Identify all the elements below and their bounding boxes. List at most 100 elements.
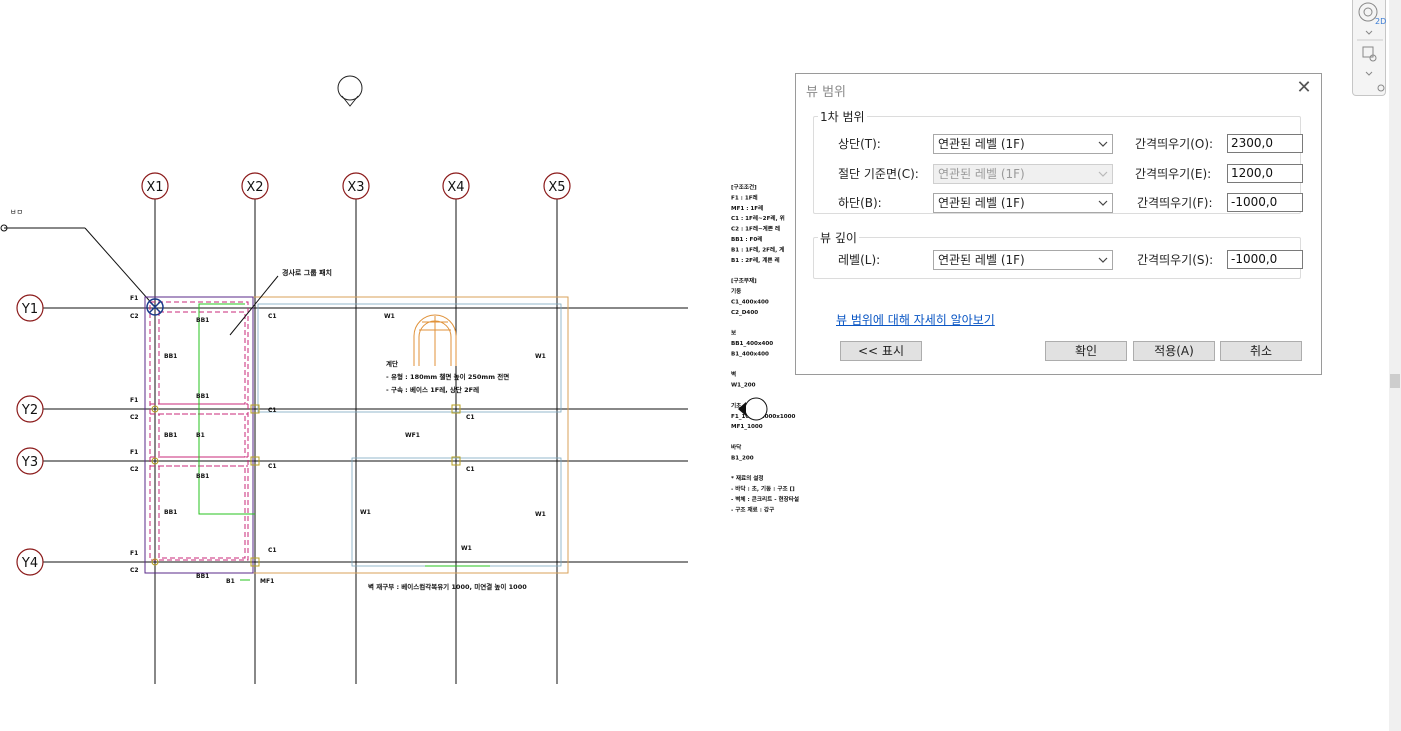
show-button[interactable]: << 표시 xyxy=(840,341,922,361)
svg-text:X4: X4 xyxy=(447,180,464,195)
column-markers[interactable] xyxy=(151,404,461,567)
grid-bubble-y3[interactable]: Y3 xyxy=(16,447,44,475)
svg-text:BB1: BB1 xyxy=(196,473,209,480)
svg-text:W1: W1 xyxy=(360,509,371,516)
view-marker[interactable] xyxy=(337,75,363,107)
side-note-line: * 재료의 설정 xyxy=(731,474,764,482)
side-note-line: MF1_1000 xyxy=(731,424,763,430)
depth-level-select[interactable]: 연관된 레벨 (1F) xyxy=(933,250,1113,270)
svg-text:WF1: WF1 xyxy=(405,432,420,439)
svg-text:ㅂㅁ: ㅂㅁ xyxy=(10,208,23,216)
grid-bubble-y4[interactable]: Y4 xyxy=(16,548,44,576)
depth-offset-input[interactable]: -1000,0 xyxy=(1227,250,1303,269)
primary-range-legend: 1차 범위 xyxy=(818,108,867,125)
vertical-scrollbar[interactable] xyxy=(1389,0,1401,731)
grid-bubble-y2[interactable]: Y2 xyxy=(16,395,44,423)
bottom-offset-input[interactable]: -1000,0 xyxy=(1227,193,1303,212)
dialog-title: 뷰 범위 xyxy=(806,85,847,100)
svg-text:B1: B1 xyxy=(196,432,205,439)
grid-bubble-x1[interactable]: X1 xyxy=(141,172,169,200)
svg-text:F1: F1 xyxy=(130,449,138,456)
cancel-button[interactable]: 취소 xyxy=(1220,341,1302,361)
side-note-line: - 바닥 : 초, 기둥 : 구조 [] xyxy=(731,485,795,493)
side-note-line: MF1 : 1F레 xyxy=(731,204,763,212)
side-note-line: 보 xyxy=(731,330,736,337)
ok-button[interactable]: 확인 xyxy=(1045,341,1127,361)
side-note-line: C2 : 1F레~계쁜 레 xyxy=(731,225,780,233)
view-depth-legend: 뷰 깊이 xyxy=(818,229,859,246)
view-range-dialog: 뷰 범위 ✕ 1차 범위 상단(T): 연관된 레벨 (1F) 간격띄우기(O)… xyxy=(795,73,1322,375)
learn-more-link[interactable]: 뷰 범위에 대해 자세히 알아보기 xyxy=(836,313,995,327)
grid-bubble-x5[interactable]: X5 xyxy=(543,172,571,200)
steering-wheel-icon[interactable]: 2D xyxy=(1353,0,1387,96)
svg-text:벽 재구부 : 베이스컴각복유기 1000, 미연결 높이: 벽 재구부 : 베이스컴각복유기 1000, 미연결 높이 1000 xyxy=(368,582,527,591)
svg-text:W1: W1 xyxy=(535,353,546,360)
grid-bubble-x3[interactable]: X3 xyxy=(342,172,370,200)
side-note-line: F1 : 1F레 xyxy=(731,193,758,201)
svg-text:X2: X2 xyxy=(246,180,263,195)
cut-offset-label: 간격띄우기(E): xyxy=(1135,167,1212,181)
svg-text:C2: C2 xyxy=(130,567,139,574)
section-marker-icon[interactable] xyxy=(146,298,164,316)
svg-text:W1: W1 xyxy=(535,511,546,518)
bottom-label: 하단(B): xyxy=(838,196,882,210)
side-note-line: B1 : 1F레, 2F레, 계 xyxy=(731,245,784,253)
svg-text:BB1: BB1 xyxy=(164,353,177,360)
close-icon[interactable]: ✕ xyxy=(1296,77,1312,98)
bottom-level-select[interactable]: 연관된 레벨 (1F) xyxy=(933,193,1113,213)
top-offset-input[interactable]: 2300,0 xyxy=(1227,134,1303,153)
side-note-line: C1 : 1F레~2F레, 위 xyxy=(731,214,785,222)
cut-plane-select: 연관된 레벨 (1F) xyxy=(933,164,1113,184)
section-leader: ㅂㅁ xyxy=(0,208,156,308)
svg-text:- 구속 : 베이스 1F레, 상단 2F레: - 구속 : 베이스 1F레, 상단 2F레 xyxy=(386,385,479,394)
top-offset-label: 간격띄우기(O): xyxy=(1135,137,1214,151)
svg-text:Y4: Y4 xyxy=(21,556,38,571)
chevron-down-icon xyxy=(1098,257,1108,263)
side-note-line: C1_400x400 xyxy=(731,299,769,305)
annotation-leader: 경사로 그룹 패치 xyxy=(229,268,332,336)
depth-level-value: 연관된 레벨 (1F) xyxy=(938,253,1025,267)
side-note-line: C2_D400 xyxy=(731,310,758,316)
depth-offset-label: 간격띄우기(S): xyxy=(1137,253,1214,267)
apply-button[interactable]: 적용(A) xyxy=(1133,341,1215,361)
svg-text:BB1: BB1 xyxy=(164,509,177,516)
grid-bubble-x4[interactable]: X4 xyxy=(442,172,470,200)
top-level-select[interactable]: 연관된 레벨 (1F) xyxy=(933,134,1113,154)
side-note-line: [구조부재] xyxy=(731,277,757,285)
side-note-line: - 벽체 : 콘크리트 - 현장타설 xyxy=(731,495,799,503)
svg-text:C2: C2 xyxy=(130,414,139,421)
stair-element[interactable] xyxy=(413,314,457,366)
side-note-line: W1_200 xyxy=(731,383,756,389)
ramp-outline[interactable] xyxy=(198,303,490,581)
side-note-line: [구조조건] xyxy=(731,183,757,191)
svg-text:Y2: Y2 xyxy=(21,403,38,418)
svg-text:X1: X1 xyxy=(146,180,163,195)
scrollbar-thumb[interactable] xyxy=(1390,374,1400,388)
grid-bubble-y1[interactable]: Y1 xyxy=(16,294,44,322)
svg-text:C2: C2 xyxy=(130,466,139,473)
side-note-line: - 구조 재료 : 강구 xyxy=(731,505,774,513)
svg-text:C1: C1 xyxy=(268,407,277,414)
svg-text:C1: C1 xyxy=(268,463,277,470)
cut-plane-label: 절단 기준면(C): xyxy=(838,167,919,181)
svg-text:C1: C1 xyxy=(268,547,277,554)
wall-outline[interactable] xyxy=(144,296,569,574)
side-schedule-notes: [구조조건] F1 : 1F레 MF1 : 1F레 C1 : 1F레~2F레, 위 C2… xyxy=(731,183,799,513)
navigation-bar[interactable]: 2D xyxy=(1352,0,1386,96)
svg-text:W1: W1 xyxy=(461,545,472,552)
side-note-line: 바닥 xyxy=(731,443,742,451)
svg-text:F1: F1 xyxy=(130,550,138,557)
svg-text:F1: F1 xyxy=(130,295,138,302)
elevation-marker-icon[interactable] xyxy=(738,397,768,421)
cut-offset-input[interactable]: 1200,0 xyxy=(1227,164,1303,183)
svg-text:MF1: MF1 xyxy=(260,578,274,585)
grid-bubble-x2[interactable]: X2 xyxy=(241,172,269,200)
svg-text:BB1: BB1 xyxy=(164,432,177,439)
svg-text:C1: C1 xyxy=(466,466,475,473)
element-tags: F1 C2 F1 C2 F1 C2 F1 C2 C1 C1 C1 C1 C1 C… xyxy=(130,295,546,585)
svg-text:경사로 그룹 패치: 경사로 그룹 패치 xyxy=(282,268,332,277)
level-label: 레벨(L): xyxy=(838,253,881,267)
top-label: 상단(T): xyxy=(838,137,881,151)
side-note-line: BB1 : F0레 xyxy=(731,235,762,243)
